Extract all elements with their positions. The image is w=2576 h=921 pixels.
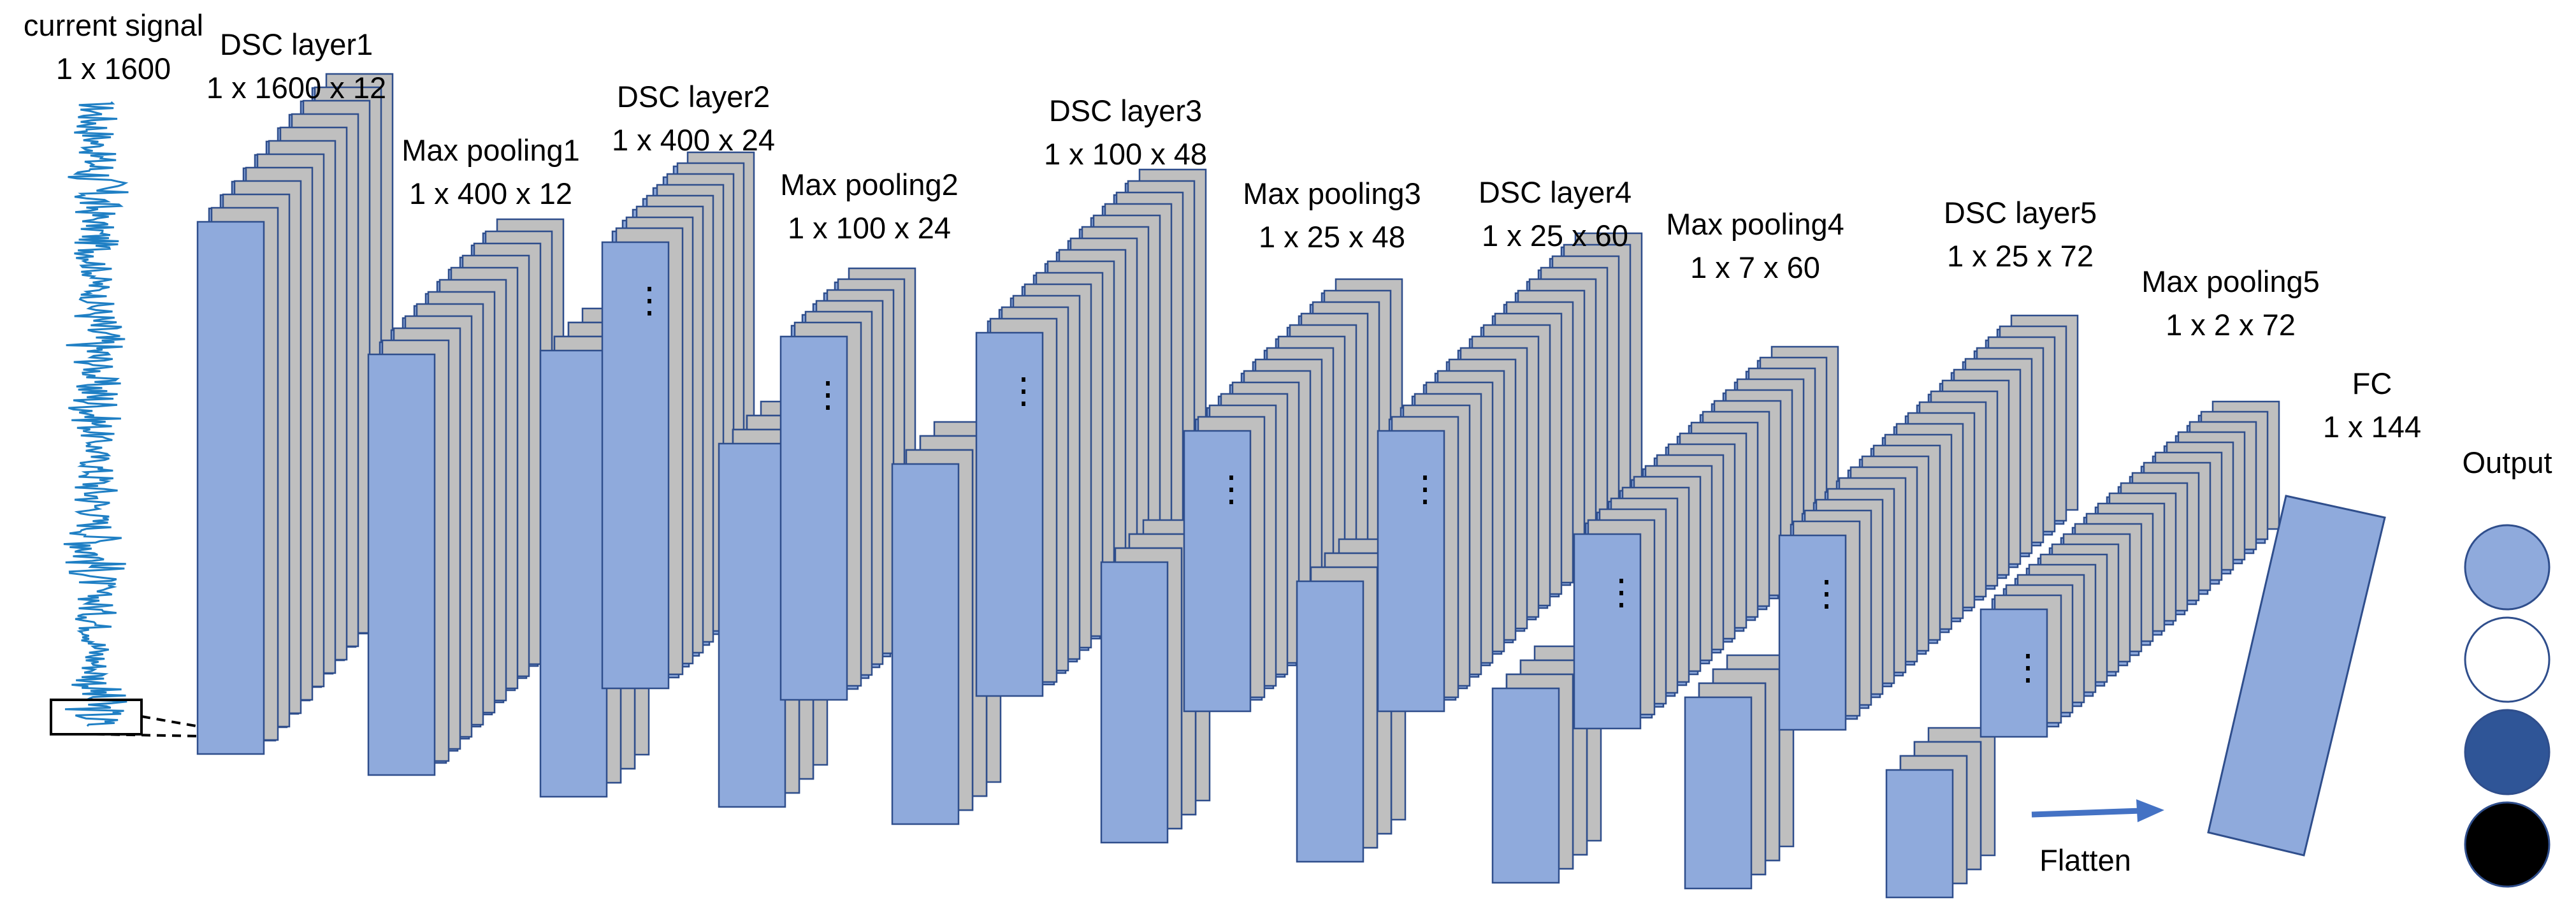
layer-dims: 1 x 25 x 60 <box>1482 219 1628 253</box>
stack-pool4 <box>1491 645 1602 884</box>
feature-map <box>1100 561 1169 844</box>
stack-pool5 <box>1885 727 1996 899</box>
ellipsis-marker: ⋮ <box>1603 572 1639 612</box>
feature-map <box>891 463 960 825</box>
input-dims: 1 x 1600 <box>55 52 171 86</box>
output-node <box>2464 709 2551 795</box>
feature-map <box>1684 696 1753 890</box>
ellipsis-marker: ⋮ <box>1006 370 1041 410</box>
layer-label-dsc4: DSC layer4 1 x 25 x 60 <box>1479 171 1632 257</box>
feature-map <box>718 442 786 808</box>
layer-name: DSC layer2 <box>616 80 771 113</box>
feature-map <box>1778 534 1847 731</box>
stack-pool1 <box>367 218 565 776</box>
layer-label-dsc5: DSC layer5 1 x 25 x 72 <box>1944 191 2097 278</box>
layer-dims: 1 x 7 x 60 <box>1690 250 1820 285</box>
output-nodes <box>2464 524 2551 888</box>
zoom-connector-lower <box>95 733 236 738</box>
feature-map <box>1979 608 2048 738</box>
feature-map <box>539 349 608 798</box>
feature-map <box>601 241 670 690</box>
layer-label-pool5: Max pooling5 1 x 2 x 72 <box>2141 260 2320 347</box>
fc-name: FC <box>2352 366 2392 400</box>
output-node <box>2464 801 2551 888</box>
stack-dsc3b: ⋮ <box>975 168 1207 697</box>
layer-dims: 1 x 100 x 48 <box>1043 137 1208 171</box>
layer-name: DSC layer4 <box>1478 175 1632 209</box>
feature-map <box>779 335 848 701</box>
layer-dims: 1 x 2 x 72 <box>2166 308 2296 342</box>
ellipsis-marker: ⋮ <box>2010 647 2046 687</box>
stack-dsc4b: ⋮ <box>1377 232 1643 713</box>
layer-label-pool4: Max pooling4 1 x 7 x 60 <box>1666 203 1844 289</box>
layer-dims: 1 x 100 x 24 <box>787 211 952 245</box>
layer-name: Max pooling5 <box>2141 265 2320 298</box>
flatten-label: Flatten <box>2039 843 2131 877</box>
flatten-arrow <box>2031 799 2164 822</box>
layer-name: Max pooling2 <box>780 168 959 201</box>
layer-dims: 1 x 25 x 72 <box>1947 239 2094 273</box>
stack-dsc5 <box>1684 654 1795 890</box>
fc-layer-bar <box>2207 495 2386 857</box>
feature-map <box>1377 430 1445 713</box>
layer-dims: 1 x 400 x 24 <box>611 123 776 157</box>
stack-dsc2b: ⋮ <box>601 151 755 690</box>
feature-map <box>1183 430 1252 713</box>
fc-label: FC 1 x 144 <box>2323 362 2421 449</box>
layer-dims: 1 x 400 x 12 <box>409 177 573 211</box>
ellipsis-marker: ⋮ <box>1809 573 1844 613</box>
stack-pool3b: ⋮ <box>1183 278 1403 713</box>
feature-map <box>1573 533 1642 730</box>
layer-name: DSC layer1 <box>219 27 373 61</box>
output-node <box>2464 616 2551 703</box>
ellipsis-marker: ⋮ <box>810 374 846 414</box>
ellipsis-marker: ⋮ <box>1407 468 1443 509</box>
layer-name: Max pooling1 <box>402 133 580 167</box>
layer-label-dsc2: DSC layer2 1 x 400 x 24 <box>612 75 775 162</box>
feature-map <box>1491 687 1560 884</box>
input-name: current signal <box>23 8 204 42</box>
layer-name: DSC layer5 <box>1943 196 2097 229</box>
ellipsis-marker: ⋮ <box>1213 468 1249 509</box>
layer-label-pool3: Max pooling3 1 x 25 x 48 <box>1243 172 1421 259</box>
layer-label-pool2: Max pooling2 1 x 100 x 24 <box>780 163 959 250</box>
stack-dsc1 <box>196 73 394 755</box>
layer-label-pool1: Max pooling1 1 x 400 x 12 <box>402 129 580 215</box>
output-node <box>2464 524 2551 611</box>
stack-dsc5b: ⋮ <box>1778 314 2079 731</box>
input-label: current signal 1 x 1600 <box>24 4 203 91</box>
layer-name: Max pooling3 <box>1243 177 1421 210</box>
layer-name: DSC layer3 <box>1048 94 1203 127</box>
feature-map <box>1885 769 1954 899</box>
layer-dims: 1 x 1600 x 12 <box>206 71 387 105</box>
stack-pool2b: ⋮ <box>779 267 916 701</box>
layer-label-dsc1: DSC layer1 1 x 1600 x 12 <box>206 23 386 110</box>
stack-dsc3 <box>891 421 1002 825</box>
signal-trace <box>63 101 129 727</box>
stack-pool5b: ⋮ <box>1979 400 2280 738</box>
feature-map-stacks: ⋮ ⋮ ⋮ ⋮ ⋮ ⋮ ⋮ ⋮ <box>196 73 2280 899</box>
feature-map <box>367 353 436 776</box>
layer-dims: 1 x 25 x 48 <box>1259 220 1405 254</box>
feature-map <box>196 221 265 755</box>
feature-map <box>975 331 1044 697</box>
fc-dims: 1 x 144 <box>2322 410 2422 444</box>
output-label: Output <box>2462 446 2552 479</box>
layer-label-dsc3: DSC layer3 1 x 100 x 48 <box>1044 89 1207 176</box>
ellipsis-marker: ⋮ <box>632 280 667 320</box>
stack-dsc4 <box>1296 538 1407 863</box>
feature-map <box>1296 580 1364 863</box>
layer-name: Max pooling4 <box>1666 207 1844 241</box>
stack-pool4b: ⋮ <box>1573 345 1839 730</box>
input-signal-waveform <box>63 101 129 727</box>
